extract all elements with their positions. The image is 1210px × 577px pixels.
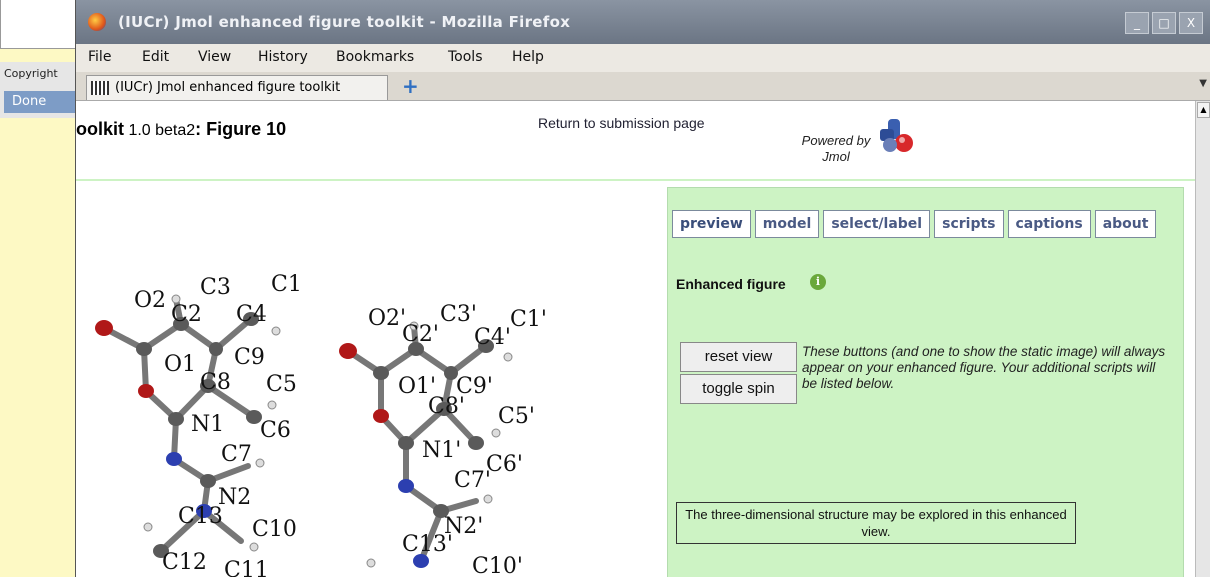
tab-preview[interactable]: preview bbox=[672, 210, 751, 238]
vertical-scrollbar[interactable]: ▲ bbox=[1195, 101, 1210, 577]
atom-label: C8 bbox=[200, 370, 231, 395]
atom-label: N2 bbox=[218, 485, 251, 510]
tab-jmol-toolkit[interactable]: (IUCr) Jmol enhanced figure toolkit bbox=[86, 75, 388, 100]
maximize-button[interactable]: □ bbox=[1152, 12, 1176, 34]
menu-bookmarks[interactable]: Bookmarks bbox=[336, 49, 415, 65]
atom-label: O2' bbox=[368, 306, 406, 331]
toolkit-version: 1.0 beta2 bbox=[124, 122, 196, 139]
atom-label: N1' bbox=[422, 438, 461, 463]
scroll-up-arrow-icon[interactable]: ▲ bbox=[1197, 102, 1210, 118]
atom-label: C10' bbox=[472, 554, 523, 577]
tab-list-icon[interactable]: ▼ bbox=[1199, 78, 1207, 89]
tab-bar: (IUCr) Jmol enhanced figure toolkit + ▼ bbox=[76, 72, 1210, 101]
tab-captions[interactable]: captions bbox=[1007, 210, 1091, 238]
atom-label: C5 bbox=[266, 372, 297, 397]
atom-label: N1 bbox=[191, 412, 224, 437]
toggle-spin-button[interactable]: toggle spin bbox=[680, 374, 797, 404]
tab-model[interactable]: model bbox=[754, 210, 820, 238]
atom-label: C4 bbox=[236, 302, 267, 327]
menu-bar: File Edit View History Bookmarks Tools H… bbox=[76, 44, 1210, 72]
title-bar[interactable]: (IUCr) Jmol enhanced figure toolkit - Mo… bbox=[76, 0, 1210, 44]
status-copyright: Copyright bbox=[4, 67, 58, 80]
atom-label: O2 bbox=[134, 288, 166, 313]
page-content: oolkit 1.0 beta2: Figure 10 Return to su… bbox=[76, 101, 1196, 577]
menu-file[interactable]: File bbox=[88, 49, 112, 65]
status-done: Done bbox=[4, 91, 76, 113]
minimize-button[interactable]: _ bbox=[1125, 12, 1149, 34]
atom-label: C3' bbox=[440, 302, 477, 327]
atom-label: C1 bbox=[271, 272, 302, 297]
menu-edit[interactable]: Edit bbox=[142, 49, 170, 65]
window-controls: _ □ X bbox=[1125, 12, 1203, 34]
background-status-bar: Copyright Done bbox=[0, 62, 79, 118]
atom-label: C7 bbox=[221, 442, 252, 467]
buttons-description: These buttons (and one to show the stati… bbox=[802, 344, 1166, 391]
atom-label: C1' bbox=[510, 307, 547, 332]
menu-view[interactable]: View bbox=[198, 49, 232, 65]
molecule-figure[interactable]: O2 C2 C3 C1 C4 O1 C9 C8 C5 N1 C6 C7 N2 C… bbox=[76, 181, 666, 577]
jmol-text: Jmol bbox=[822, 149, 850, 164]
atom-label: C8' bbox=[428, 394, 465, 419]
menu-history[interactable]: History bbox=[258, 49, 308, 65]
atom-label: C2' bbox=[402, 322, 439, 347]
iucr-favicon-icon bbox=[91, 81, 109, 95]
firefox-icon bbox=[88, 13, 106, 31]
atom-label: O1 bbox=[164, 352, 196, 377]
powered-by-text: Powered by bbox=[801, 133, 871, 148]
background-page-area bbox=[0, 0, 80, 49]
menu-tools[interactable]: Tools bbox=[448, 49, 483, 65]
molecule-figure-svg: O2 C2 C3 C1 C4 O1 C9 C8 C5 N1 C6 C7 N2 C… bbox=[95, 272, 547, 577]
tab-scripts[interactable]: scripts bbox=[934, 210, 1004, 238]
atom-label: C9' bbox=[456, 374, 493, 399]
atom-label: C7' bbox=[454, 468, 491, 493]
new-tab-button[interactable]: + bbox=[402, 74, 419, 98]
atom-label: C13 bbox=[178, 504, 223, 529]
reset-view-button[interactable]: reset view bbox=[680, 342, 797, 372]
return-to-submission-link[interactable]: Return to submission page bbox=[538, 115, 705, 131]
figure-number: : Figure 10 bbox=[195, 119, 287, 139]
atom-label: C3 bbox=[200, 275, 231, 300]
window-title: (IUCr) Jmol enhanced figure toolkit - Mo… bbox=[118, 13, 571, 31]
page-header: oolkit 1.0 beta2: Figure 10 Return to su… bbox=[76, 101, 1196, 181]
panel-tabs: preview model select/label scripts capti… bbox=[672, 210, 1157, 238]
menu-help[interactable]: Help bbox=[512, 49, 544, 65]
atom-label: C12 bbox=[162, 550, 207, 575]
atom-label: C13' bbox=[402, 532, 453, 557]
atom-label: C9 bbox=[234, 345, 265, 370]
atom-label: C6' bbox=[486, 452, 523, 477]
atom-label: C4' bbox=[474, 325, 511, 350]
atom-label: C2 bbox=[171, 302, 202, 327]
atom-label: C10 bbox=[252, 517, 297, 542]
title-prefix: oolkit bbox=[76, 119, 124, 139]
tab-about[interactable]: about bbox=[1094, 210, 1157, 238]
atom-label: C5' bbox=[498, 404, 535, 429]
jmol-logo-icon bbox=[880, 119, 913, 152]
tab-label: (IUCr) Jmol enhanced figure toolkit bbox=[115, 80, 341, 95]
atom-label: C11 bbox=[224, 558, 269, 577]
enhanced-view-note: The three-dimensional structure may be e… bbox=[676, 502, 1076, 544]
page-title: oolkit 1.0 beta2: Figure 10 bbox=[76, 119, 286, 140]
enhanced-figure-title: Enhanced figure bbox=[676, 276, 786, 292]
tab-select-label[interactable]: select/label bbox=[823, 210, 931, 238]
atom-label: O1' bbox=[398, 374, 436, 399]
close-button[interactable]: X bbox=[1179, 12, 1203, 34]
atom-label: N2' bbox=[444, 514, 483, 539]
atom-label: C6 bbox=[260, 418, 291, 443]
toolkit-panel: preview model select/label scripts capti… bbox=[667, 187, 1184, 577]
firefox-window: (IUCr) Jmol enhanced figure toolkit - Mo… bbox=[75, 0, 1210, 577]
info-icon[interactable]: i bbox=[810, 274, 826, 290]
powered-by-jmol: Powered by Jmol bbox=[791, 133, 881, 165]
